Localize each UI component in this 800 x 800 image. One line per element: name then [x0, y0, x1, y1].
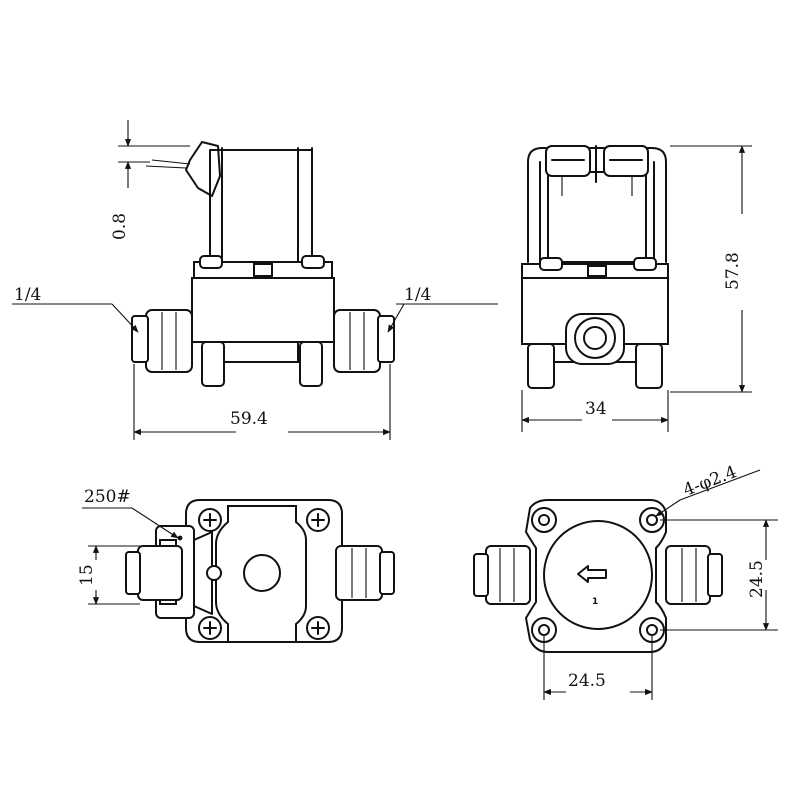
side-total-length-label: 59.4: [230, 409, 268, 429]
side-terminal: [185, 141, 221, 197]
bottom-right-fitting: [665, 545, 711, 605]
bottom-port-number: 1: [592, 597, 598, 607]
bottom-valve-chamber: [543, 520, 653, 630]
side-terminal-height-label: 0.8: [110, 213, 130, 240]
bottom-vertical-spacing-label: 24.5: [747, 560, 767, 598]
front-view: 57.8 34: [521, 145, 752, 432]
side-valve-body: [191, 277, 335, 343]
left-arrow-icon: [577, 565, 607, 583]
front-coil: [547, 171, 647, 263]
bottom-left-fitting: [485, 545, 531, 605]
front-port-inner: [583, 326, 607, 350]
side-left-fitting: [145, 309, 193, 373]
top-port-spacing-label: 15: [77, 564, 97, 586]
side-view: 0.8 1/4 1/4 59.4: [12, 120, 498, 440]
bottom-hole-spec-label: 4-φ2.4: [681, 462, 740, 501]
side-right-thread-label: 1/4: [404, 285, 431, 305]
top-left-fitting: [137, 545, 183, 601]
cross-screw-icon: [306, 616, 330, 640]
front-height-label: 57.8: [723, 252, 743, 290]
cross-screw-icon: [306, 508, 330, 532]
side-right-fitting: [333, 309, 381, 373]
side-coil: [221, 149, 299, 263]
top-coil-center-hole: [243, 554, 281, 592]
front-width-label: 34: [585, 399, 607, 419]
top-terminal-spec-label: 250#: [84, 487, 131, 507]
top-view: 250# 15: [77, 487, 395, 643]
bottom-view: 1 4-φ2.4 24.5 24.5: [473, 462, 778, 700]
cross-screw-icon: [198, 508, 222, 532]
cross-screw-icon: [198, 616, 222, 640]
bottom-horizontal-spacing-label: 24.5: [568, 671, 606, 691]
side-left-thread-label: 1/4: [14, 285, 41, 305]
top-right-fitting: [335, 545, 383, 601]
